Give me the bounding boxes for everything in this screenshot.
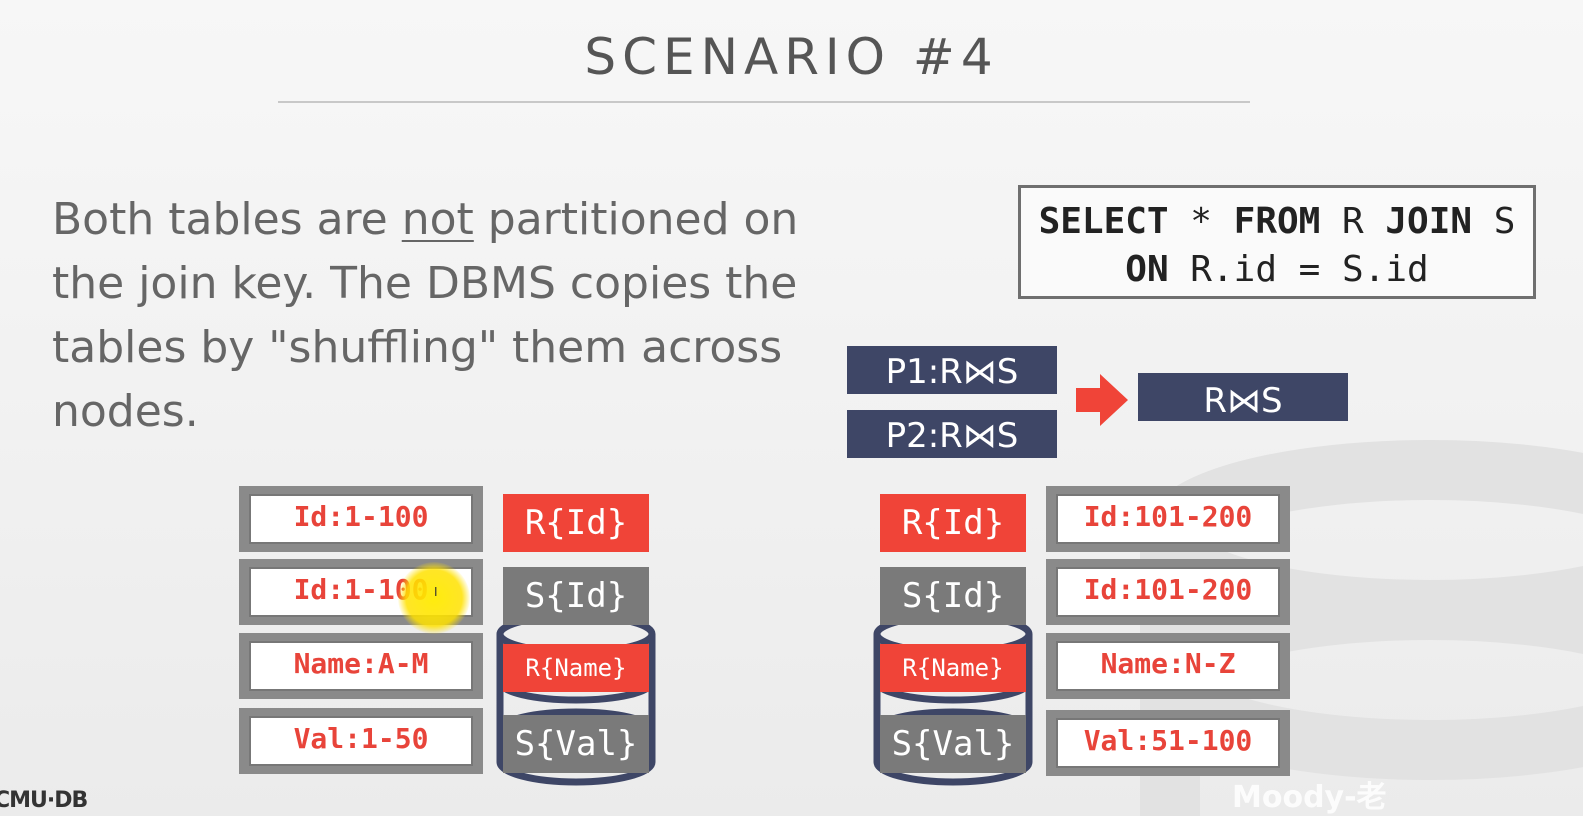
cmu-db-logo: CMU·DB bbox=[0, 788, 88, 813]
emphasis-not: not bbox=[401, 194, 474, 245]
right-partition-s-val: Val:51-100 bbox=[1046, 710, 1290, 776]
left-partition-s-val: Val:1-50 bbox=[239, 708, 483, 774]
left-partition-r-id: Id:1-100 bbox=[239, 486, 483, 552]
right-tag-r-name: R{Name} bbox=[880, 644, 1026, 692]
sql-line-1: SELECT * FROM R JOIN S bbox=[1038, 201, 1516, 242]
left-tag-s-val: S{Val} bbox=[503, 715, 649, 773]
left-tag-s-id: S{Id} bbox=[503, 567, 649, 625]
left-tag-r-name: R{Name} bbox=[503, 644, 649, 692]
right-partition-r-id: Id:101-200 bbox=[1046, 486, 1290, 552]
watermark: Moody-老 bbox=[1232, 780, 1387, 815]
right-partition-r-name: Name:N-Z bbox=[1046, 633, 1290, 699]
sql-line-2: ON R.id = S.id bbox=[1125, 249, 1429, 290]
result-p1: P1:R⋈S bbox=[847, 346, 1057, 394]
text-cursor-icon: I bbox=[434, 585, 438, 599]
right-tag-s-val: S{Val} bbox=[880, 715, 1026, 773]
title-divider bbox=[278, 101, 1250, 103]
right-tag-s-id: S{Id} bbox=[880, 567, 1026, 625]
slide-body-text: Both tables are not partitioned on the j… bbox=[52, 194, 799, 437]
slide-title: SCENARIO #4 bbox=[584, 28, 999, 86]
right-partition-s-id: Id:101-200 bbox=[1046, 559, 1290, 625]
result-final: R⋈S bbox=[1138, 373, 1348, 421]
right-tag-r-id: R{Id} bbox=[880, 494, 1026, 552]
sql-query-box: SELECT * FROM R JOIN S ON R.id = S.id bbox=[1018, 185, 1536, 299]
result-p2: P2:R⋈S bbox=[847, 410, 1057, 458]
left-partition-r-name: Name:A-M bbox=[239, 633, 483, 699]
arrow-right-icon bbox=[1076, 374, 1128, 426]
cursor-highlight bbox=[398, 562, 470, 634]
left-tag-r-id: R{Id} bbox=[503, 494, 649, 552]
